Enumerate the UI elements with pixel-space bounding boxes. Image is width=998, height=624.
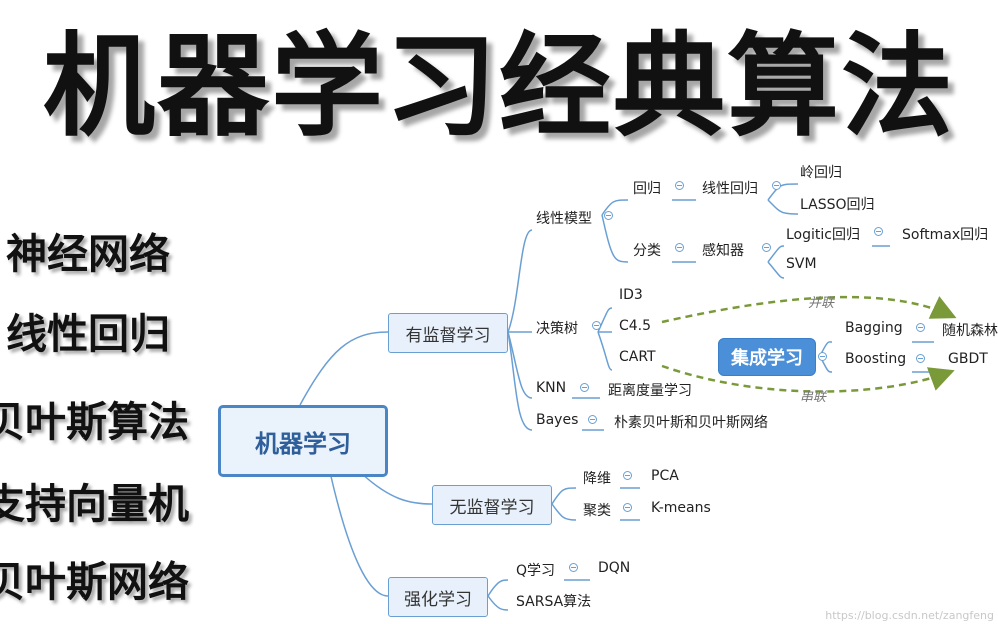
page-title: 机器学习经典算法 [43, 22, 955, 152]
collapse-icon[interactable] [762, 243, 771, 252]
collapse-icon[interactable] [772, 181, 781, 190]
collapse-icon[interactable] [916, 354, 925, 363]
node-decision-tree: 决策树 [536, 321, 578, 337]
node-logistic: Logitic回归 [786, 227, 860, 243]
edge-linear-cls [601, 214, 629, 263]
collapse-icon[interactable] [623, 503, 632, 512]
node-knn: KNN [536, 380, 567, 396]
node-regression: 回归 [633, 181, 661, 197]
node-sarsa: SARSA算法 [516, 594, 592, 610]
edge-root-supervised [299, 331, 389, 406]
watermark: https://blog.csdn.net/zangfeng [825, 609, 994, 622]
node-kmeans: K-means [651, 500, 711, 516]
node-random-forest: 随机森林 [942, 323, 998, 339]
node-linear-regression: 线性回归 [702, 181, 758, 197]
left-item-linear-regression: 线性回归 [6, 310, 170, 358]
collapse-icon[interactable] [588, 415, 597, 424]
node-bayes: Bayes [536, 412, 579, 428]
edge-perc-svm [767, 261, 785, 279]
collapse-icon[interactable] [916, 323, 925, 332]
node-clustering: 聚类 [583, 503, 611, 519]
node-c45: C4.5 [619, 318, 652, 334]
arrow-parallel [661, 295, 957, 324]
node-id3: ID3 [619, 287, 643, 303]
node-supervised: 有监督学习 [388, 313, 508, 353]
node-reinforcement: 强化学习 [388, 577, 488, 617]
edge-sup-linear [507, 229, 533, 333]
node-knn-detail: 距离度量学习 [608, 383, 692, 399]
node-bagging: Bagging [845, 320, 903, 336]
node-pca: PCA [651, 468, 679, 484]
node-softmax: Softmax回归 [902, 227, 989, 243]
collapse-icon[interactable] [675, 243, 684, 252]
node-perceptron: 感知器 [702, 243, 744, 259]
arrow-serial [661, 364, 955, 393]
collapse-icon[interactable] [874, 227, 883, 236]
node-dqn: DQN [598, 560, 631, 576]
edge-unsup-dim [551, 487, 577, 505]
edge-sup-knn [507, 331, 533, 399]
left-item-bayes-network: 贝叶斯网络 [0, 558, 189, 606]
node-lasso: LASSO回归 [800, 197, 875, 213]
edge-sup-bayes [507, 331, 533, 431]
collapse-icon[interactable] [569, 563, 578, 572]
node-unsupervised: 无监督学习 [432, 485, 552, 525]
edge-tree-id3 [597, 307, 613, 333]
edge-root-reinforcement [329, 471, 389, 597]
collapse-icon[interactable] [818, 352, 827, 361]
edge-unsup-clu [551, 503, 577, 521]
left-item-neural-network: 神经网络 [6, 230, 170, 278]
node-linear-model: 线性模型 [536, 211, 592, 227]
edge-perc-logit [767, 245, 785, 263]
node-ridge: 岭回归 [800, 165, 842, 181]
collapse-icon[interactable] [580, 383, 589, 392]
left-item-svm: 支持向量机 [0, 480, 189, 528]
node-classification: 分类 [633, 243, 661, 259]
edge-rl-q [487, 579, 509, 597]
collapse-icon[interactable] [592, 321, 601, 330]
left-item-bayes: 贝叶斯算法 [0, 398, 189, 446]
node-boosting: Boosting [845, 351, 907, 367]
collapse-icon[interactable] [623, 471, 632, 480]
edge-label-parallel: 并联 [808, 296, 835, 311]
collapse-icon[interactable] [675, 181, 684, 190]
node-bayes-detail: 朴素贝叶斯和贝叶斯网络 [614, 415, 768, 431]
edge-rl-sarsa [487, 595, 509, 611]
node-svm: SVM [786, 256, 817, 272]
collapse-icon[interactable] [604, 211, 613, 220]
node-q-learning: Q学习 [516, 563, 556, 579]
node-dim-reduction: 降维 [583, 471, 611, 487]
node-root: 机器学习 [218, 405, 388, 477]
edge-label-serial: 串联 [800, 390, 827, 405]
node-gbdt: GBDT [948, 351, 988, 367]
edge-root-unsupervised [359, 471, 433, 505]
node-ensemble: 集成学习 [718, 338, 816, 376]
node-cart: CART [619, 349, 656, 365]
edge-linreg-lasso [767, 199, 799, 215]
edge-tree-cart [597, 331, 613, 371]
